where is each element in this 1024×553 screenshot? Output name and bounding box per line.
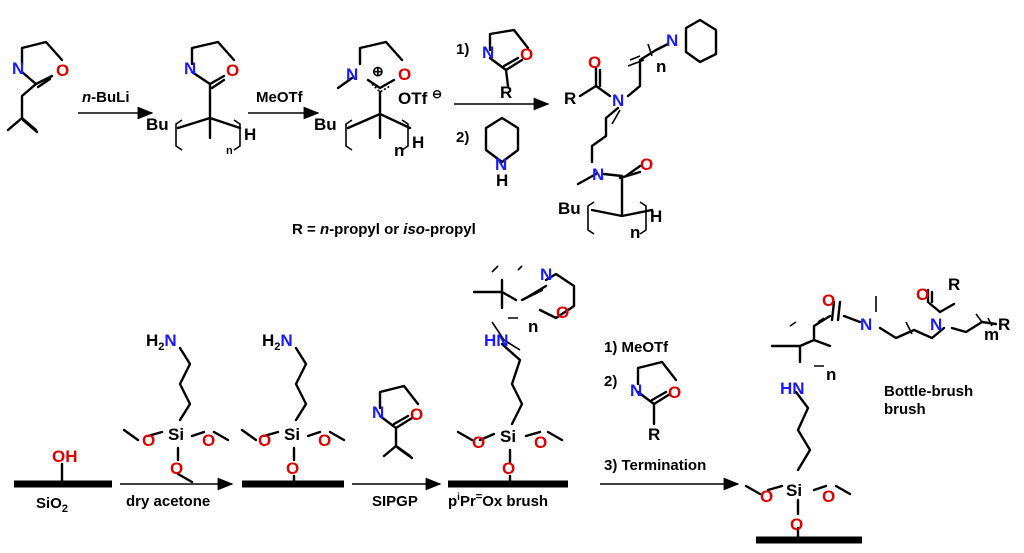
- atom-h: H: [496, 171, 508, 190]
- atom-n: N: [482, 43, 494, 62]
- atom-o: O: [916, 285, 929, 304]
- meotf-step-label: 1) MeOTf: [604, 339, 669, 356]
- product-solution: O R N N n N O Bu H n: [558, 18, 718, 242]
- atom-o: O: [502, 459, 515, 478]
- dry-acetone-label: dry acetone: [126, 493, 210, 510]
- bottle-brush-label: Bottle-brush: [884, 383, 973, 400]
- atom-h: H: [244, 125, 256, 144]
- atom-o: O: [286, 459, 299, 478]
- sio2-surface: OH SiO2: [14, 447, 112, 515]
- atom-h2n: H2N: [146, 331, 177, 353]
- index-n: n: [826, 365, 836, 384]
- atom-n: N: [860, 315, 872, 334]
- index-n: n: [630, 223, 640, 242]
- svg-text:n-BuLi: n-BuLi: [82, 89, 130, 106]
- atom-bu: Bu: [146, 115, 169, 134]
- atom-r: R: [998, 315, 1010, 334]
- atom-o: O: [668, 383, 681, 402]
- atom-n: N: [592, 165, 604, 184]
- index-m: m: [984, 325, 999, 344]
- index-n: n: [394, 141, 404, 160]
- atom-si: Si: [786, 481, 802, 500]
- atom-o: O: [410, 405, 423, 424]
- atom-hn: HN: [780, 379, 805, 398]
- atom-o: O: [556, 303, 569, 322]
- arrow-sipgp: SIPGP N O: [352, 384, 442, 510]
- bottlebrush-surface: O N O R N m R n HN Si O O O Bottle-brush…: [744, 275, 1010, 544]
- arrow-silanization: dry acetone H2N Si O O O: [120, 331, 234, 510]
- atom-hn: HN: [484, 331, 509, 350]
- amino-surface: H2N Si O O O: [240, 331, 346, 488]
- atom-o: O: [640, 155, 653, 174]
- atom-o: O: [56, 61, 69, 80]
- atom-o: O: [822, 487, 835, 506]
- atom-h: H: [412, 133, 424, 152]
- atom-r: R: [500, 83, 512, 102]
- atom-n: N: [372, 403, 384, 422]
- atom-o: O: [398, 65, 411, 84]
- atom-h2n: H2N: [262, 331, 293, 353]
- atom-o: O: [226, 61, 239, 80]
- atom-o: O: [822, 291, 835, 310]
- atom-o: O: [142, 431, 155, 450]
- brush-label-2: brush: [884, 401, 926, 418]
- sio2-label: SiO2: [36, 495, 68, 515]
- atom-n: N: [346, 65, 358, 84]
- atom-o: O: [534, 433, 547, 452]
- atom-o: O: [588, 53, 601, 72]
- atom-h: H: [650, 207, 662, 226]
- plus-charge: ⊕: [372, 63, 384, 79]
- atom-n: N: [666, 31, 678, 50]
- macroinitiator: N O ⊕ OTf ⊖ Bu H n: [314, 40, 442, 160]
- atom-o: O: [170, 459, 183, 478]
- arrow-grafting: 1) MeOTf 2) N O R 3) Termination: [600, 339, 740, 491]
- atom-r: R: [648, 425, 660, 444]
- atom-n: N: [630, 381, 642, 400]
- step1-label: 1): [456, 41, 469, 58]
- atom-si: Si: [284, 425, 300, 444]
- pipox-brush-surface: N O n HN Si O O O piPr=Ox brush: [448, 265, 576, 510]
- sipgp-label: SIPGP: [372, 493, 418, 510]
- atom-o: O: [520, 45, 533, 64]
- atom-si: Si: [500, 427, 516, 446]
- minus-charge: ⊖: [432, 87, 442, 101]
- atom-o: O: [258, 431, 271, 450]
- atom-o: O: [790, 515, 803, 534]
- termination-label: 3) Termination: [604, 457, 706, 474]
- atom-oh: OH: [52, 447, 78, 466]
- atom-r: R: [564, 89, 576, 108]
- step2-label: 2): [456, 129, 469, 146]
- atom-n: N: [495, 155, 507, 174]
- polymer-pipox: N O Bu H n: [146, 40, 256, 157]
- nbuli-n: n: [82, 89, 91, 106]
- monomer-ipox: N O: [6, 40, 69, 134]
- atom-n: N: [612, 91, 624, 110]
- arrow-2: MeOTf: [248, 89, 320, 120]
- atom-si: Si: [168, 425, 184, 444]
- atom-bu: Bu: [314, 115, 337, 134]
- atom-o: O: [760, 487, 773, 506]
- atom-r: R: [948, 275, 960, 294]
- brush-label: piPr=Ox brush: [448, 491, 548, 510]
- index-n: n: [528, 317, 538, 336]
- atom-o: O: [318, 431, 331, 450]
- arrow-1: n-BuLi: [78, 89, 154, 120]
- index-n: n: [226, 145, 233, 157]
- index-n: n: [656, 57, 666, 76]
- meotf-label: MeOTf: [256, 89, 304, 106]
- otf-label: OTf: [398, 89, 428, 108]
- atom-n: N: [930, 315, 942, 334]
- atom-o: O: [202, 431, 215, 450]
- arrow-3: 1) N O R 2) N H: [454, 28, 550, 190]
- atom-n: N: [12, 59, 24, 78]
- r-definition: R = n-propyl or iso-propyl: [292, 221, 476, 238]
- nbuli-label: -BuLi: [91, 89, 129, 106]
- atom-n: N: [540, 265, 552, 284]
- step2-label: 2): [604, 373, 617, 390]
- atom-o: O: [472, 433, 485, 452]
- atom-bu: Bu: [558, 199, 581, 218]
- atom-n: N: [184, 59, 196, 78]
